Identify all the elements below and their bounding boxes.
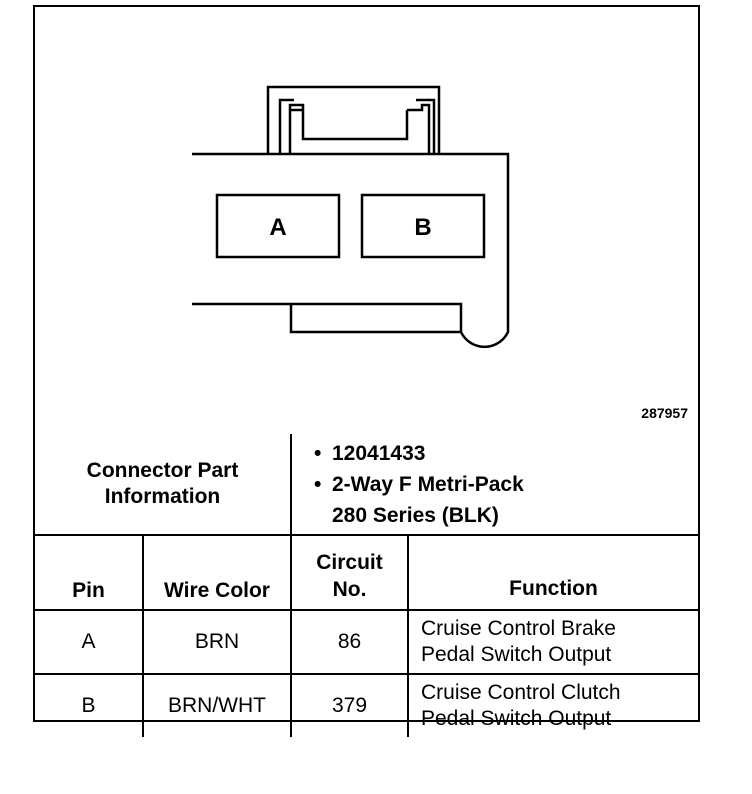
info-label-line1: Connector Part <box>86 459 239 482</box>
connector-body-outline <box>192 152 510 349</box>
bullet-icon: • <box>314 473 322 496</box>
pin-cell: A <box>35 609 144 675</box>
circuit-header-line2: No. <box>332 578 367 601</box>
figure-number: 287957 <box>641 405 688 421</box>
circuit-cell: 379 <box>290 673 409 737</box>
part-number-item: • 12041433 <box>314 438 698 469</box>
locking-tab-outer <box>266 85 441 154</box>
function-cell: Cruise Control Clutch Pedal Switch Outpu… <box>407 673 698 737</box>
cavity-b <box>360 193 486 259</box>
table-row: B BRN/WHT 379 Cruise Control Clutch Peda… <box>35 673 698 737</box>
function-column-header: Function <box>407 534 698 611</box>
pin-cell: B <box>35 673 144 737</box>
connector-face-diagram: A B <box>192 85 510 349</box>
pin-a-label: A <box>269 214 286 241</box>
wire-color-cell: BRN/WHT <box>142 673 292 737</box>
cavity-a <box>215 193 341 259</box>
locking-tab-rails <box>278 98 436 154</box>
connector-part-info-list: • 12041433 • 2-Way F Metri-Pack 280 Seri… <box>290 434 698 536</box>
function-line1: Cruise Control Clutch <box>421 681 621 704</box>
wire-color-column-header: Wire Color <box>142 534 292 611</box>
bullet-icon: • <box>314 442 322 465</box>
connector-sheet: A B 287957 Connector Part Information • … <box>33 5 700 737</box>
table-row: A BRN 86 Cruise Control Brake Pedal Swit… <box>35 609 698 675</box>
function-line2: Pedal Switch Output <box>421 643 612 666</box>
part-number: 12041433 <box>332 442 426 465</box>
connector-type: 2-Way F Metri-Pack <box>332 473 524 496</box>
pin-b-label: B <box>414 214 431 241</box>
connector-info-table: Connector Part Information • 12041433 • … <box>35 434 698 737</box>
function-line2: Pedal Switch Output <box>421 707 612 730</box>
circuit-cell: 86 <box>290 609 409 675</box>
table-header-row: Pin Wire Color Circuit No. Function <box>35 534 698 611</box>
wire-color-cell: BRN <box>142 609 292 675</box>
connector-part-info-label: Connector Part Information <box>35 434 292 536</box>
circuit-column-header: Circuit No. <box>290 534 409 611</box>
connector-part-info-row: Connector Part Information • 12041433 • … <box>35 434 698 536</box>
locking-tab-inner <box>288 103 431 154</box>
info-label-line2: Information <box>104 485 221 508</box>
connector-type-item: • 2-Way F Metri-Pack <box>314 469 698 500</box>
function-cell: Cruise Control Brake Pedal Switch Output <box>407 609 698 675</box>
circuit-header-line1: Circuit <box>316 551 383 574</box>
pin-column-header: Pin <box>35 534 144 611</box>
connector-series: 280 Series (BLK) <box>332 504 499 527</box>
connector-drawing-area: A B 287957 <box>35 7 698 434</box>
function-line1: Cruise Control Brake <box>421 617 616 640</box>
